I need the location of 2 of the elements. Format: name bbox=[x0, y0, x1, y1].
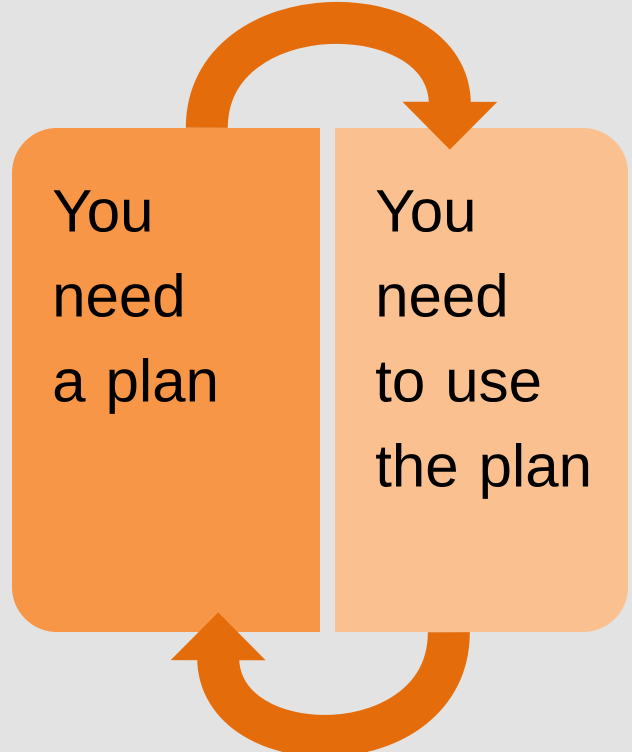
process-box: You need to use the plan bbox=[335, 128, 628, 632]
process-box: You need a plan bbox=[12, 128, 320, 632]
